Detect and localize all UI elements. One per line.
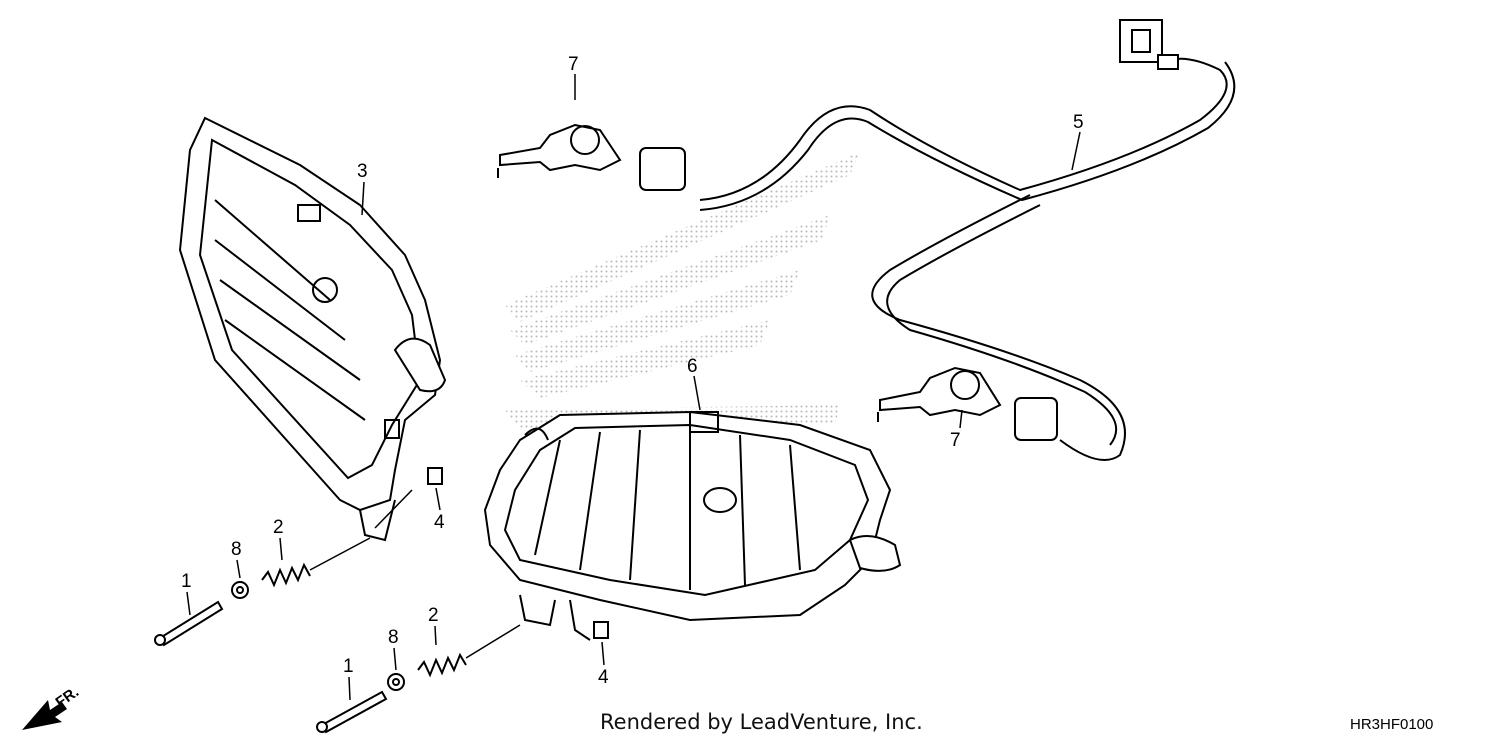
callout-1-left: 1	[181, 571, 192, 592]
callout-6: 6	[687, 356, 698, 377]
wing-logo-watermark	[505, 152, 860, 428]
spring-right	[417, 624, 521, 678]
washer-left	[231, 581, 249, 599]
nut-right	[593, 621, 609, 639]
leader-lines	[186, 74, 1081, 701]
washer-right	[387, 673, 405, 691]
callout-1-right: 1	[343, 656, 354, 677]
headlight-right	[483, 410, 902, 641]
bolt-left	[154, 600, 224, 647]
callout-4-right: 4	[598, 667, 609, 688]
callout-2-left: 2	[273, 517, 284, 538]
figure-code: HR3HF0100	[1350, 716, 1434, 733]
callout-8-right: 8	[388, 627, 399, 648]
render-credit: Rendered by LeadVenture, Inc.	[600, 710, 923, 734]
callout-3: 3	[357, 161, 368, 182]
nut-left	[374, 467, 443, 529]
headlight-left	[178, 116, 447, 542]
callout-5: 5	[1073, 112, 1084, 133]
callout-7-right: 7	[950, 430, 961, 451]
callout-7-top: 7	[568, 54, 579, 75]
callout-4-left: 4	[434, 512, 445, 533]
bolt-right	[316, 690, 388, 734]
wire-harness	[639, 19, 1236, 461]
spring-left	[261, 537, 371, 588]
callout-8-left: 8	[231, 539, 242, 560]
callout-2-right: 2	[428, 605, 439, 626]
bulb-right	[877, 366, 1002, 422]
front-direction-arrow: FR.	[22, 683, 82, 730]
bulb-top	[497, 123, 622, 178]
